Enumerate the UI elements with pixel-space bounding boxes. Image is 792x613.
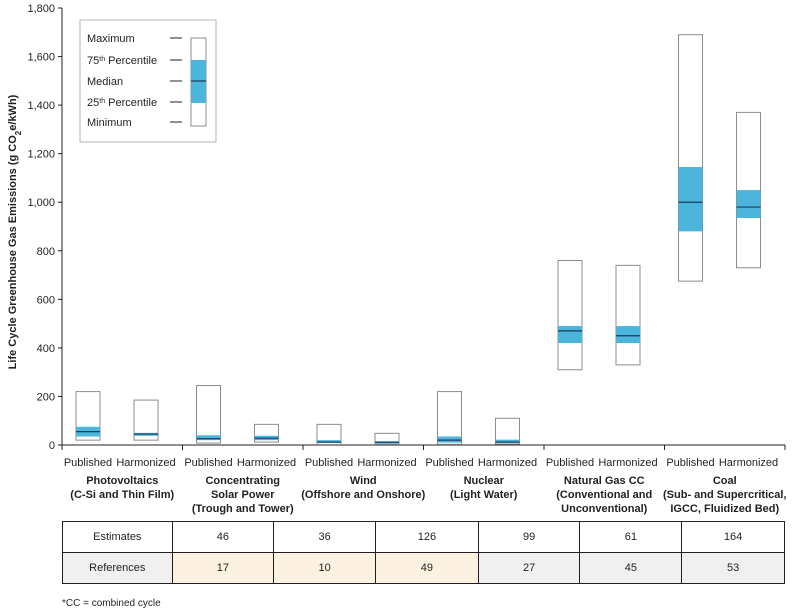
y-tick-label: 600: [37, 294, 55, 306]
group-label: (Conventional and: [556, 489, 652, 501]
box-label: Harmonized: [237, 457, 296, 469]
box-iqr: [736, 190, 761, 219]
group-label: (Sub- and Supercritical,: [663, 489, 786, 501]
axes: 0 200 400 600 800 1,000 1,200 1,400 1,600 1,800: [27, 3, 786, 452]
y-tick-label: 0: [49, 440, 55, 452]
y-tick-label: 400: [37, 343, 55, 355]
box-whisker-range: [196, 385, 221, 444]
footnote: *CC = combined cycle: [62, 598, 161, 609]
group-label: Wind: [350, 475, 377, 487]
box-whisker-range: [557, 259, 583, 371]
group-label: (Light Water): [450, 489, 518, 501]
box-label: Published: [64, 457, 112, 469]
estimates-cell: 126: [374, 521, 479, 553]
box-iqr: [196, 435, 221, 441]
references-row: References 17 10 49 27 45 53: [62, 552, 785, 584]
group-label: Concentrating: [205, 475, 280, 487]
box-iqr: [495, 439, 520, 444]
estimates-label: Estimates: [62, 521, 173, 553]
box-whisker-range: [437, 391, 462, 445]
references-label: References: [62, 552, 173, 584]
legend-label: Median: [87, 76, 123, 88]
references-cell: 17: [171, 552, 275, 584]
group-label: Photovoltaics: [86, 475, 158, 487]
y-tick-label: 1,000: [27, 197, 55, 209]
estimates-cell: 61: [579, 521, 683, 553]
box-whisker-range: [678, 34, 703, 282]
box-label: Harmonized: [719, 457, 778, 469]
box-whisker-range: [374, 432, 400, 445]
estimates-row: Estimates 46 36 126 99 61 164: [62, 521, 785, 553]
references-cell: 10: [273, 552, 376, 584]
box-iqr: [437, 436, 462, 443]
box-label: Published: [425, 457, 473, 469]
group-label: (C-Si and Thin Film): [70, 489, 174, 501]
group-label: Coal: [713, 475, 737, 487]
box-whisker-range: [615, 264, 641, 366]
group-label: Solar Power: [211, 489, 275, 501]
box-iqr: [678, 167, 703, 232]
group-label: Natural Gas CC: [564, 475, 645, 487]
y-tick-label: 1,600: [27, 52, 55, 64]
box-label: Published: [666, 457, 714, 469]
y-tick-label: 1,800: [27, 3, 55, 15]
box-whisker-range: [316, 423, 342, 446]
legend-label: 75th Percentile: [87, 55, 157, 67]
box-label: Published: [184, 457, 232, 469]
boxes: [75, 34, 761, 446]
references-cell: 27: [477, 552, 581, 584]
y-tick-label: 800: [37, 246, 55, 258]
legend-label: Maximum: [87, 33, 135, 45]
y-tick-label: 200: [37, 391, 55, 403]
group-label: (Trough and Tower): [192, 503, 294, 515]
box-label: Harmonized: [357, 457, 416, 469]
y-axis-label: Life Cycle Greenhouse Gas Emissions (g C…: [7, 94, 23, 369]
estimates-cell: 46: [171, 521, 275, 553]
box-label: Published: [305, 457, 353, 469]
y-tick-label: 1,400: [27, 100, 55, 112]
y-tick-label: 1,200: [27, 149, 55, 161]
box-label: Published: [546, 457, 594, 469]
legend-label: Minimum: [87, 117, 132, 129]
box-label: Harmonized: [116, 457, 175, 469]
box-label: Harmonized: [478, 457, 537, 469]
data-table: Estimates 46 36 126 99 61 164 References…: [62, 521, 785, 584]
legend-label: 25th Percentile: [87, 97, 157, 109]
group-label: Unconventional): [561, 503, 648, 515]
group-label: IGCC, Fluidized Bed): [670, 503, 779, 515]
group-label: Nuclear: [464, 475, 505, 487]
estimates-cell: 99: [477, 521, 581, 553]
box-iqr: [558, 326, 582, 344]
estimates-cell: 36: [273, 521, 376, 553]
group-label: (Offshore and Onshore): [301, 489, 425, 501]
box-iqr: [616, 326, 640, 344]
references-cell: 49: [374, 552, 479, 584]
box-label: Harmonized: [598, 457, 657, 469]
estimates-cell: 164: [681, 521, 785, 553]
references-cell: 53: [681, 552, 785, 584]
references-cell: 45: [579, 552, 683, 584]
